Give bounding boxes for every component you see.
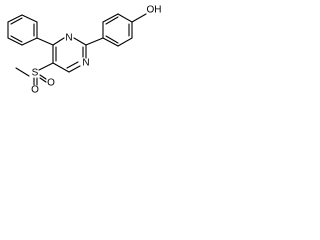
bond: [38, 62, 54, 71]
bond: [73, 37, 87, 46]
sulfonyl-group: [15, 62, 54, 86]
bond: [105, 35, 119, 44]
chemical-structure-canvas: N N OH S O O: [0, 0, 170, 97]
atom-label-n2: N: [82, 58, 89, 69]
atom-label-sulfur: S: [32, 68, 39, 79]
bond: [7, 14, 23, 23]
atom-label-oxygen-lower: O: [31, 85, 39, 96]
bond: [68, 65, 81, 73]
bond: [10, 35, 23, 43]
pyrimidine-ring: [52, 37, 87, 73]
bond: [21, 37, 38, 46]
bond: [117, 37, 133, 47]
bond: [7, 37, 23, 46]
bond: [85, 37, 104, 46]
bond: [10, 17, 23, 25]
bond: [105, 16, 119, 25]
atom-label-oxygen-right: O: [47, 78, 55, 89]
bond: [36, 37, 54, 46]
bond: [39, 77, 47, 83]
bond: [15, 67, 30, 77]
bond: [131, 13, 147, 23]
bond: [117, 13, 133, 23]
phenyl-ring: [7, 14, 38, 46]
molecule-structure: N N OH S O O: [7, 5, 162, 96]
bond: [52, 62, 70, 73]
bond: [21, 14, 38, 23]
bond: [66, 61, 79, 69]
atom-label-hydroxyl: OH: [147, 5, 162, 16]
bond: [52, 37, 65, 46]
bond: [102, 13, 119, 23]
atom-label-n1: N: [65, 33, 72, 44]
bond: [102, 37, 119, 47]
bond: [39, 74, 47, 80]
phenol-ring: [102, 13, 133, 47]
